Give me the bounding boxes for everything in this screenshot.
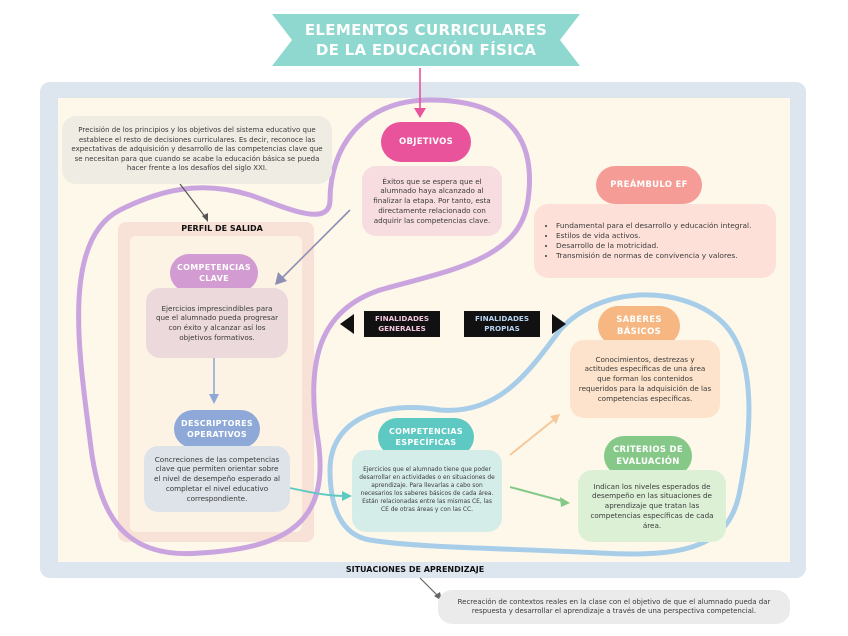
objetivos-description: Éxitos que se espera que el alumnado hay… — [373, 176, 491, 225]
perfil-label: PERFIL DE SALIDA — [181, 224, 263, 233]
page-title: ELEMENTOS CURRICULARES DE LA EDUCACIÓN F… — [292, 20, 560, 60]
competencias-clave-heading: COMPETENCIAS CLAVE — [170, 254, 258, 292]
descriptores-label-2: OPERATIVOS — [187, 430, 247, 439]
preambulo-card: Fundamental para el desarrollo y educaci… — [534, 204, 776, 278]
criterios-card: Indican los niveles esperados de desempe… — [578, 470, 726, 542]
title-line-2: DE LA EDUCACIÓN FÍSICA — [315, 41, 537, 59]
situaciones-card: Recreación de contextos reales en la cla… — [438, 590, 790, 624]
saberes-heading: SABERES BÁSICOS — [598, 306, 680, 346]
arrow-left-icon — [340, 314, 354, 334]
saberes-label-2: BÁSICOS — [616, 327, 662, 337]
objetivos-heading: OBJETIVOS — [381, 122, 471, 162]
finalidades-propias-label-2: PROPIAS — [484, 324, 520, 333]
objetivos-card: Éxitos que se espera que el alumnado hay… — [362, 166, 502, 236]
saberes-label-1: SABERES — [616, 315, 662, 325]
competencias-clave-card: Ejercicios imprescindibles para que el a… — [146, 288, 288, 358]
descriptores-label-1: DESCRIPTORES — [181, 419, 253, 428]
finalidades-propias-label-1: FINALIDADES — [475, 314, 529, 323]
competencias-especificas-description: Ejercicios que el alumnado tiene que pod… — [359, 467, 495, 513]
descriptores-heading: DESCRIPTORES OPERATIVOS — [174, 410, 260, 448]
perfil-description: Precisión de los principios y los objeti… — [71, 126, 323, 173]
competencias-especificas-label-2: ESPECÍFICAS — [395, 438, 457, 447]
competencias-especificas-card: Ejercicios que el alumnado tiene que pod… — [352, 450, 502, 532]
preambulo-item: Transmisión de normas de convivencia y v… — [556, 251, 751, 261]
descriptores-card: Concreciones de las competencias clave q… — [144, 446, 290, 512]
finalidades-generales-label-2: GENERALES — [378, 324, 426, 333]
preambulo-label: PREÁMBULO EF — [610, 180, 688, 190]
preambulo-list: Fundamental para el desarrollo y educaci… — [542, 221, 751, 261]
criterios-heading: CRITERIOS DE EVALUACIÓN — [604, 436, 692, 476]
arrow-right-icon — [552, 314, 566, 334]
competencias-clave-label-1: COMPETENCIAS — [177, 263, 251, 272]
preambulo-item: Fundamental para el desarrollo y educaci… — [556, 221, 751, 231]
finalidades-propias-box: FINALIDADES PROPIAS — [464, 311, 540, 337]
finalidades-generales-box: FINALIDADES GENERALES — [364, 311, 440, 337]
especificas-boundary-line — [327, 292, 752, 557]
descriptores-description: Concreciones de las competencias clave q… — [153, 454, 280, 503]
saberes-description: Conocimientos, destrezas y actitudes esp… — [578, 354, 712, 403]
preambulo-item: Estilos de vida activos. — [556, 231, 751, 241]
preambulo-heading: PREÁMBULO EF — [596, 166, 702, 204]
criterios-label-1: CRITERIOS DE — [612, 445, 684, 455]
perfil-description-card: Precisión de los principios y los objeti… — [62, 116, 332, 184]
preambulo-item: Desarrollo de la motricidad. — [556, 241, 751, 251]
saberes-card: Conocimientos, destrezas y actitudes esp… — [570, 340, 720, 418]
situaciones-description: Recreación de contextos reales en la cla… — [457, 597, 771, 615]
criterios-label-2: EVALUACIÓN — [616, 457, 680, 467]
objetivos-label: OBJETIVOS — [398, 137, 454, 147]
competencias-clave-description: Ejercicios imprescindibles para que el a… — [155, 303, 279, 342]
situaciones-label: SITUACIONES DE APRENDIZAJE — [345, 565, 485, 574]
competencias-especificas-heading: COMPETENCIAS ESPECÍFICAS — [378, 418, 474, 456]
finalidades-generales-label-1: FINALIDADES — [375, 314, 429, 323]
title-line-1: ELEMENTOS CURRICULARES — [304, 21, 548, 39]
perfil-boundary-line — [76, 97, 532, 557]
competencias-clave-label-2: CLAVE — [199, 274, 229, 283]
criterios-description: Indican los niveles esperados de desempe… — [590, 481, 714, 530]
competencias-especificas-label-1: COMPETENCIAS — [389, 427, 463, 436]
